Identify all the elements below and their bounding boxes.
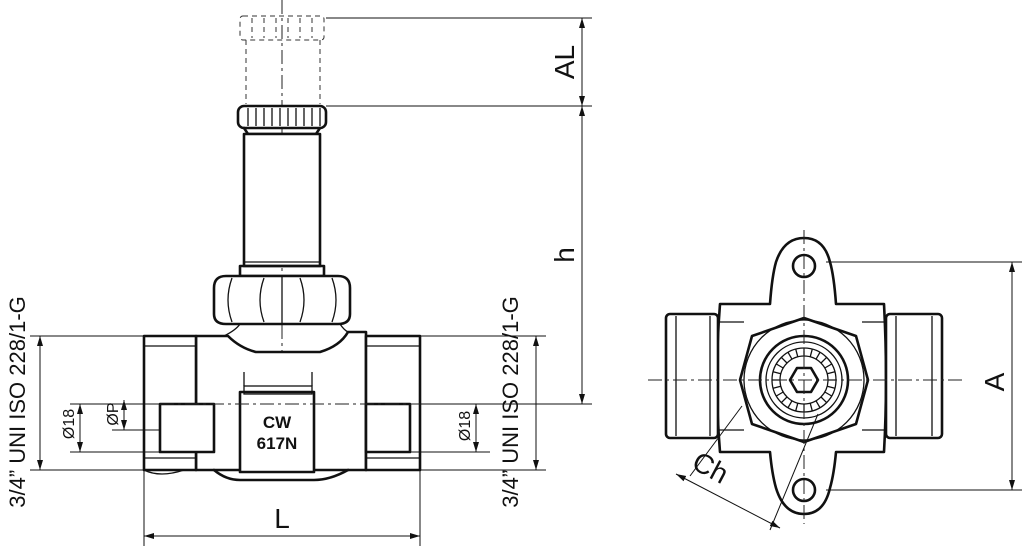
hex-nut: [212, 274, 352, 326]
knurl-tooth: [820, 356, 828, 364]
knurl-tooth: [815, 351, 821, 360]
dim-a-label: A: [979, 372, 1010, 391]
knurl-tooth: [780, 396, 788, 404]
dim-l-label: L: [274, 503, 290, 534]
marking-line-2: 617N: [257, 434, 298, 453]
knurl-tooth: [772, 385, 781, 389]
knurl-tooth: [780, 356, 788, 364]
knurl-tooth: [775, 363, 784, 369]
marking-line-1: CW: [263, 413, 292, 432]
knurl-tooth: [795, 348, 799, 357]
front-view: [648, 230, 964, 524]
dim-phi18-left-label: Ø18: [61, 409, 78, 439]
thread-right-label: 3/4” UNI ISO 228/1-G: [498, 296, 523, 508]
knurl-tooth: [824, 363, 833, 369]
dim-h-label: h: [549, 247, 580, 263]
spindle-stem: [238, 132, 326, 278]
dim-phi18-right-label: Ø18: [457, 411, 474, 441]
left-threaded-port: [142, 334, 216, 475]
valve-body: CW 617N: [194, 323, 368, 482]
knurl-tooth: [815, 400, 821, 409]
knurl-tooth: [775, 391, 784, 397]
dim-ch-line: [675, 473, 781, 529]
dim-al-label: AL: [549, 45, 580, 79]
knurl-tooth: [820, 396, 828, 404]
right-threaded-port: [364, 334, 422, 472]
front-left-port: [664, 312, 744, 440]
knurl-tooth: [827, 371, 836, 375]
knurl-tooth: [827, 385, 836, 389]
thread-left-label: 3/4” UNI ISO 228/1-G: [5, 296, 30, 508]
side-dimensions: AL h L 3/4” UNI ISO 228/1-G Ø18 ØP Ø18 3…: [5, 17, 592, 546]
knurl-tooth: [787, 400, 793, 409]
front-right-port: [862, 312, 944, 440]
knurl-tooth: [787, 351, 793, 360]
side-view: CW 617N: [110, 0, 560, 482]
spindle-cap-extended: [239, 15, 325, 104]
knurl-tooth: [824, 391, 833, 397]
knurl-tooth: [809, 348, 813, 357]
knurl-tooth: [795, 403, 799, 412]
knurl-tooth: [809, 403, 813, 412]
knurl-tooth: [772, 371, 781, 375]
dim-phip-label: ØP: [105, 402, 122, 425]
